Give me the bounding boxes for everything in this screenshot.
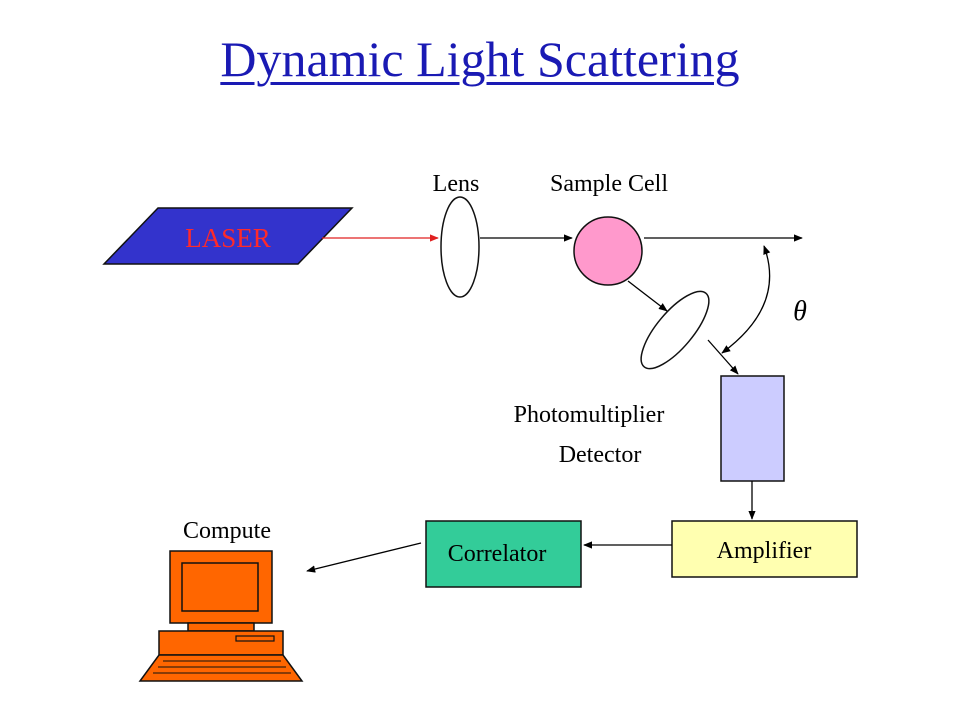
amplifier-label: Amplifier	[717, 538, 812, 564]
computer-base	[158, 630, 284, 656]
correlator-box	[425, 520, 582, 588]
photomultiplier-detector	[720, 375, 785, 482]
computer-icon	[138, 550, 304, 682]
lens	[440, 196, 480, 298]
scattered-beam	[627, 280, 668, 312]
amplifier-box	[671, 520, 858, 578]
scattering-angle-arc	[721, 245, 771, 354]
computer-screen	[181, 562, 259, 612]
sample-cell	[573, 216, 643, 286]
detector-label-line2: Detector	[559, 442, 642, 468]
correlator-label: Correlator	[448, 541, 547, 567]
lens-label: Lens	[433, 171, 480, 197]
page-title: Dynamic Light Scattering	[220, 31, 740, 87]
laser: LASER	[102, 207, 354, 265]
computer-drive-slot	[235, 635, 275, 642]
computer-label: Compute	[183, 518, 271, 544]
sample-cell-label: Sample Cell	[550, 171, 668, 197]
computer-keyboard	[138, 654, 304, 682]
computer-stand	[187, 622, 255, 632]
laser-body	[102, 207, 354, 265]
detector-lens	[640, 290, 710, 370]
correlator-to-computer	[306, 542, 422, 573]
beam-to-detector	[707, 339, 739, 375]
detector-label-line1: Photomultiplier	[514, 402, 665, 428]
theta-label: θ	[793, 296, 807, 327]
laser-label: LASER	[185, 223, 271, 253]
